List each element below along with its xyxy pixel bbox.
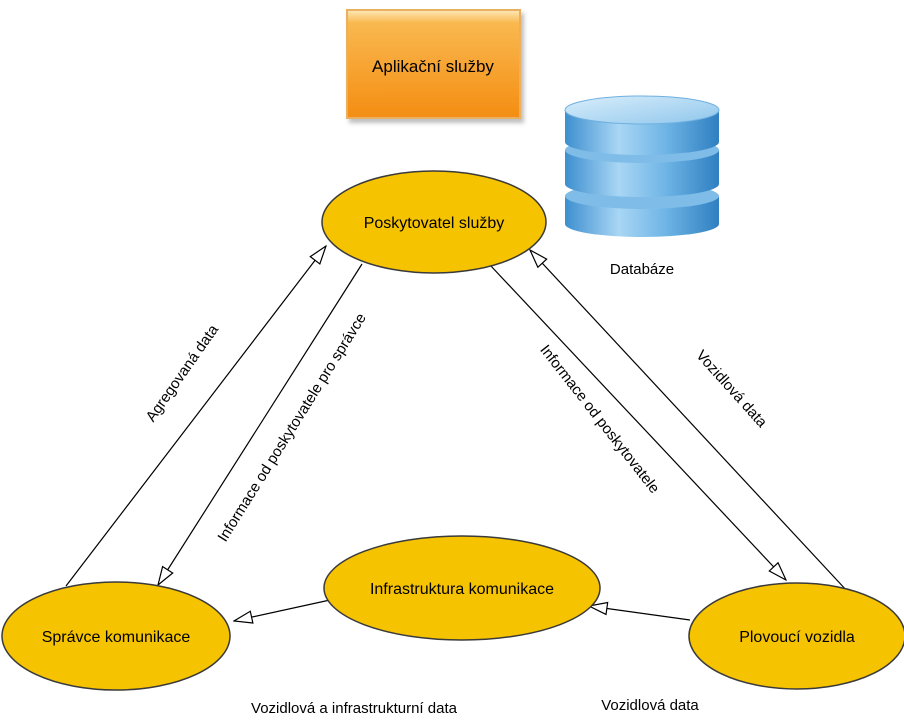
edge-label-vehicle-data-bottom: Vozidlová data	[601, 697, 699, 714]
service-provider-node: Poskytovatel služby	[321, 170, 547, 274]
edge-provider-info-for-manager	[158, 263, 363, 585]
edge-label-provider-info-for-manager: Informace od poskytovatele pro správce	[215, 310, 370, 545]
infrastructure-ellipse	[323, 535, 601, 641]
edge-vehicle-data-up	[530, 250, 849, 593]
edge-label-aggregated-data: Agregovaná data	[143, 321, 223, 425]
comm-manager-node: Správce komunikace	[1, 581, 231, 691]
floating-vehicles-node: Plovoucí vozidla	[688, 582, 904, 690]
app-services-node: Aplikační služby	[346, 9, 521, 119]
app-services-box	[346, 9, 521, 119]
comm-manager-label: Správce komunikace	[42, 629, 191, 646]
edge-label-provider-info: Informace od poskytovatele	[536, 342, 662, 497]
infrastructure-label: Infrastruktura komunikace	[370, 581, 554, 598]
service-provider-ellipse	[321, 170, 547, 274]
edge-label-vehicle-infra-data: Vozidlová a infrastrukturní data	[251, 700, 458, 717]
edge-provider-info	[489, 264, 786, 580]
service-provider-label: Poskytovatel služby	[364, 215, 505, 232]
floating-vehicles-ellipse	[688, 582, 904, 690]
edge-label-vehicle-data-up: Vozidlová data	[692, 347, 770, 431]
database-icon	[564, 95, 720, 237]
app-services-label: Aplikační služby	[372, 57, 494, 76]
database-label: Databáze	[610, 261, 674, 278]
edge-infra-to-manager	[234, 599, 331, 621]
infrastructure-node: Infrastruktura komunikace	[323, 535, 601, 641]
floating-vehicles-label: Plovoucí vozidla	[739, 629, 855, 646]
edges	[65, 246, 849, 621]
edge-aggregated-data	[65, 246, 326, 587]
edge-vehicles-to-infra	[589, 606, 691, 621]
comm-manager-ellipse	[1, 581, 231, 691]
